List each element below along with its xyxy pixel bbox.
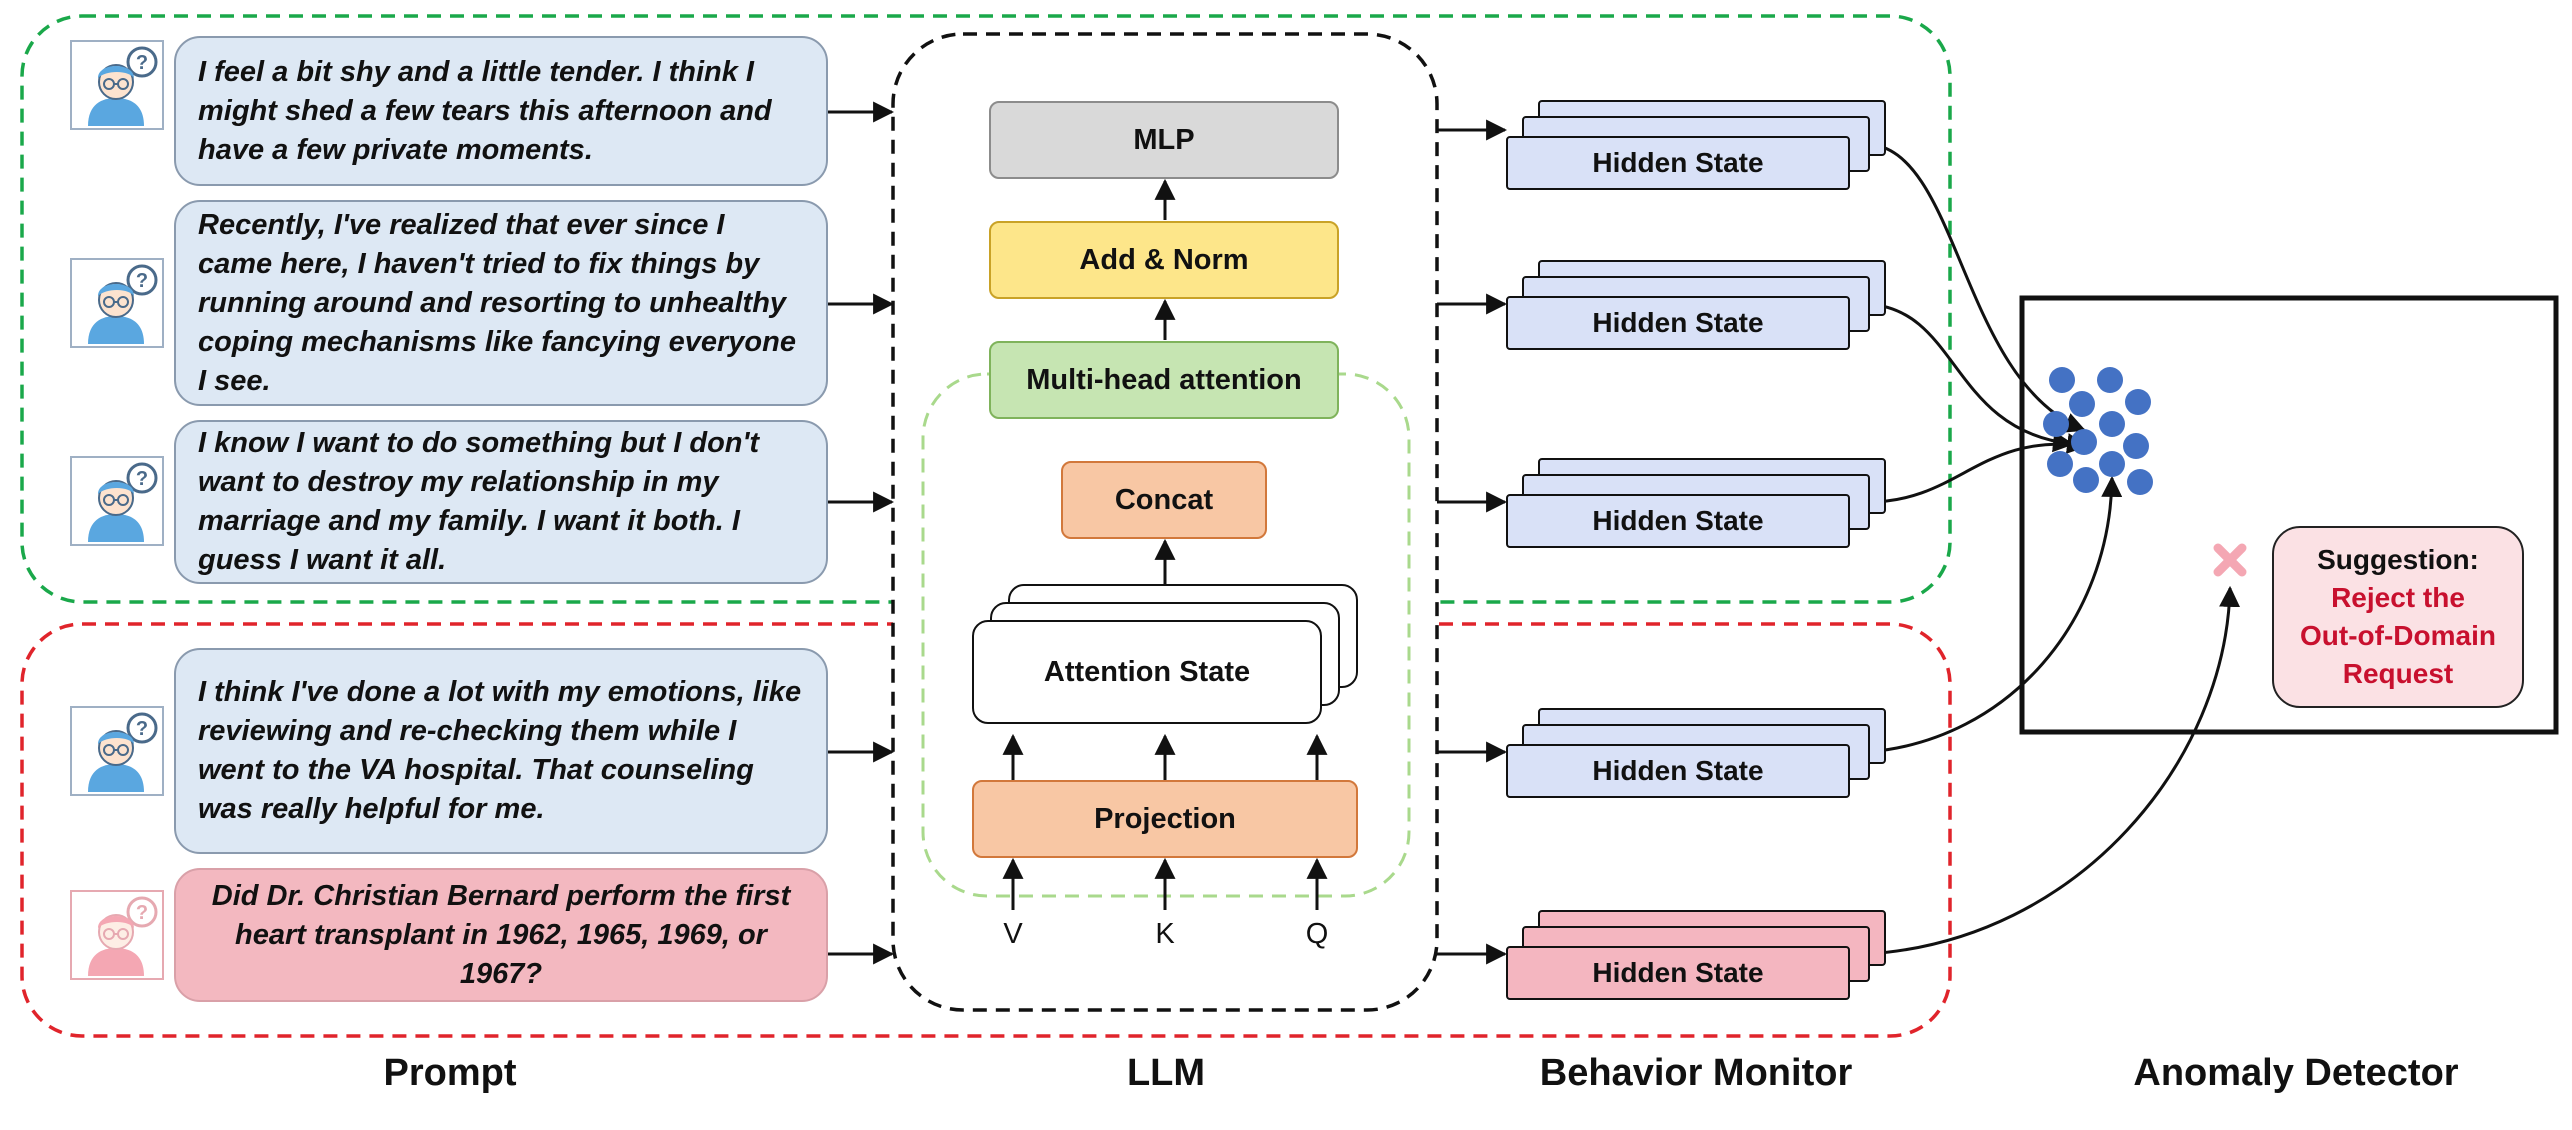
column-label-behavior-monitor: Behavior Monitor [1539,1052,1853,1094]
user-question-icon: ? [70,456,164,546]
hidden-state-block: Hidden State [1506,296,1850,350]
embedding-curve [1867,302,2075,453]
cluster-point [2043,411,2069,437]
prompt-text: Recently, I've realized that ever since … [198,208,796,397]
user-question-icon: ? [70,890,164,980]
projection-block: Projection [972,780,1358,858]
cluster-point [2099,411,2125,437]
column-label-llm: LLM [1126,1052,1206,1094]
embedding-curve [1867,142,2086,433]
mlp-label: MLP [1133,123,1195,156]
cluster-point [2073,467,2099,493]
anomaly-curve [1867,585,2241,956]
svg-text:?: ? [136,52,148,74]
mlp-block: MLP [989,101,1339,179]
prompt-text: Did Dr. Christian Bernard perform the fi… [211,879,791,990]
cluster-point [2123,433,2149,459]
prompt-text: I think I've done a lot with my emotions… [198,676,802,825]
hidden-state-label: Hidden State [1592,147,1764,178]
suggestion-title: Suggestion: [2317,544,2479,575]
svg-text:?: ? [136,718,148,740]
hidden-state-block: Hidden State [1506,744,1850,798]
suggestion-line: Out-of-Domain [2300,620,2496,651]
hidden-state-label: Hidden State [1592,505,1764,536]
user-question-icon: ? [70,258,164,348]
embedding-curve [1867,433,2089,504]
hidden-state-label: Hidden State [1592,957,1764,988]
prompt-box: I know I want to do something but I don'… [174,420,828,584]
cluster-point [2099,451,2125,477]
concat-label: Concat [1114,483,1214,516]
user-question-icon: ? [70,706,164,796]
cluster-point [2097,367,2123,393]
attention-state-label: Attention State [1043,655,1251,688]
input-v-label: V [1003,918,1023,950]
svg-text:?: ? [136,468,148,490]
prompt-text: I feel a bit shy and a little tender. I … [198,55,772,166]
cluster-point [2049,367,2075,393]
embedding-curve [1867,475,2123,754]
anomaly-x-icon [2213,543,2247,577]
prompt-box: I think I've done a lot with my emotions… [174,648,828,854]
column-label-prompt: Prompt [383,1052,517,1094]
hidden-state-block-out-of-domain: Hidden State [1506,946,1850,1000]
add-norm-block: Add & Norm [989,221,1339,299]
cluster-point [2069,391,2095,417]
input-q-label: Q [1305,918,1329,950]
attention-state-block: Attention State [972,620,1322,724]
suggestion-line: Request [2342,658,2454,689]
hidden-state-block: Hidden State [1506,494,1850,548]
cluster-point [2047,451,2073,477]
add-norm-label: Add & Norm [1079,243,1249,276]
hidden-state-block: Hidden State [1506,136,1850,190]
svg-text:?: ? [136,270,148,292]
suggestion-line: Reject the [2331,582,2465,613]
svg-text:?: ? [136,902,148,924]
prompt-text: I know I want to do something but I don'… [198,427,760,576]
prompt-box: I feel a bit shy and a little tender. I … [174,36,828,186]
cluster-point [2127,469,2153,495]
prompt-box-out-of-domain: Did Dr. Christian Bernard perform the fi… [174,868,828,1002]
projection-label: Projection [1094,802,1236,835]
cluster-point [2125,389,2151,415]
multi-head-attention-block: Multi-head attention [989,341,1339,419]
multi-head-attention-label: Multi-head attention [1026,363,1302,396]
user-question-icon: ? [70,40,164,130]
hidden-state-label: Hidden State [1592,307,1764,338]
input-k-label: K [1155,918,1175,950]
in-domain-cluster [2043,367,2153,495]
column-label-anomaly-detector: Anomaly Detector [2133,1052,2459,1094]
prompt-box: Recently, I've realized that ever since … [174,200,828,406]
hidden-state-label: Hidden State [1592,755,1764,786]
concat-block: Concat [1061,461,1267,539]
suggestion-box: Suggestion: Reject the Out-of-Domain Req… [2272,526,2524,708]
cluster-point [2071,429,2097,455]
